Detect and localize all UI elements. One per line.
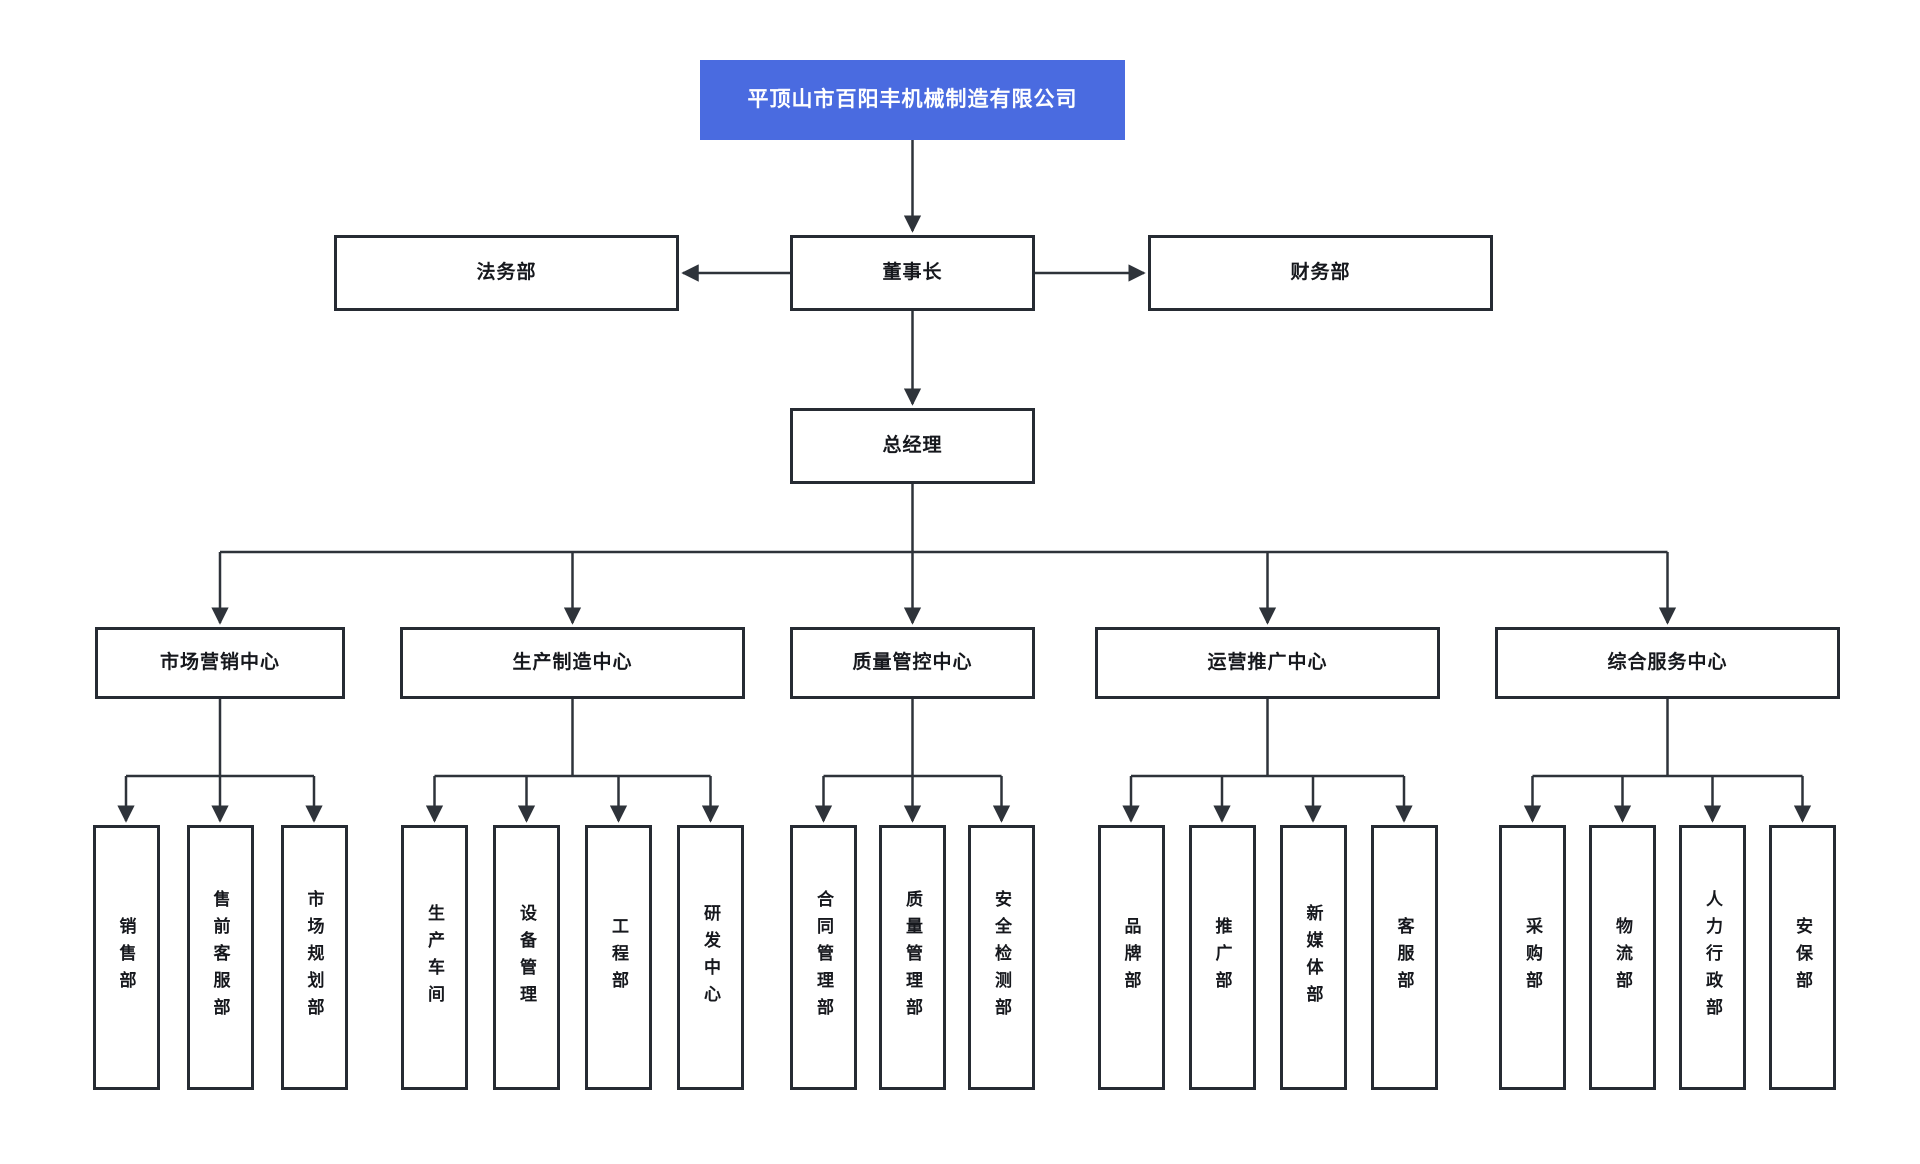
org-node-services-center[interactable]: 综合服务中心 [1495, 627, 1840, 699]
rd-center-label: 研发中心 [701, 903, 720, 1012]
market-planning-dept-label: 市场规划部 [304, 890, 324, 1025]
org-node-contract-management-dept[interactable]: 合同管理部 [790, 825, 857, 1090]
org-node-engineering-dept[interactable]: 工程部 [585, 825, 652, 1090]
org-node-new-media-dept[interactable]: 新媒体部 [1279, 825, 1347, 1090]
quality-center-label: 质量管控中心 [852, 651, 973, 673]
org-node-production-center[interactable]: 生产制造中心 [400, 627, 745, 699]
org-node-quality-management-dept[interactable]: 质量管理部 [879, 825, 946, 1090]
new-media-dept-label: 新媒体部 [1303, 903, 1323, 1012]
org-node-marketing-center[interactable]: 市场营销中心 [95, 627, 345, 699]
safety-inspection-dept-label: 安全检测部 [992, 890, 1011, 1025]
finance-dept-label: 财务部 [1290, 261, 1351, 283]
engineering-dept-label: 工程部 [609, 917, 628, 998]
org-node-customer-service-dept[interactable]: 客服部 [1370, 825, 1438, 1090]
production-workshop-label: 生产车间 [425, 903, 444, 1012]
security-dept-label: 安保部 [1793, 917, 1812, 998]
org-node-company-root[interactable]: 平顶山市百阳丰机械制造有限公司 [700, 60, 1125, 140]
org-node-market-planning-dept[interactable]: 市场规划部 [280, 825, 348, 1090]
general-manager-label: 总经理 [882, 434, 943, 456]
presales-service-dept-label: 售前客服部 [210, 890, 230, 1025]
org-node-brand-dept[interactable]: 品牌部 [1097, 825, 1165, 1090]
hr-admin-dept-label: 人力行政部 [1703, 890, 1722, 1025]
brand-dept-label: 品牌部 [1121, 917, 1141, 998]
org-node-sales-dept[interactable]: 销售部 [92, 825, 160, 1090]
chairman-label: 董事长 [882, 261, 943, 283]
org-node-security-dept[interactable]: 安保部 [1769, 825, 1836, 1090]
company-root-label: 平顶山市百阳丰机械制造有限公司 [747, 88, 1078, 112]
org-node-rd-center[interactable]: 研发中心 [677, 825, 744, 1090]
sales-dept-label: 销售部 [116, 917, 136, 998]
logistics-dept-label: 物流部 [1613, 917, 1632, 998]
contract-management-dept-label: 合同管理部 [814, 890, 833, 1025]
org-node-legal-dept[interactable]: 法务部 [334, 235, 679, 311]
promotion-dept-label: 推广部 [1212, 917, 1232, 998]
services-center-label: 综合服务中心 [1607, 651, 1728, 673]
org-node-chairman[interactable]: 董事长 [790, 235, 1035, 311]
org-node-procurement-dept[interactable]: 采购部 [1499, 825, 1566, 1090]
org-node-operations-center[interactable]: 运营推广中心 [1095, 627, 1440, 699]
org-node-finance-dept[interactable]: 财务部 [1148, 235, 1493, 311]
org-node-general-manager[interactable]: 总经理 [790, 408, 1035, 484]
equipment-management-label: 设备管理 [517, 903, 536, 1012]
org-node-safety-inspection-dept[interactable]: 安全检测部 [968, 825, 1035, 1090]
quality-management-dept-label: 质量管理部 [903, 890, 922, 1025]
org-node-presales-service-dept[interactable]: 售前客服部 [186, 825, 254, 1090]
org-node-logistics-dept[interactable]: 物流部 [1589, 825, 1656, 1090]
procurement-dept-label: 采购部 [1523, 917, 1542, 998]
org-node-equipment-management[interactable]: 设备管理 [493, 825, 560, 1090]
org-node-hr-admin-dept[interactable]: 人力行政部 [1679, 825, 1746, 1090]
operations-center-label: 运营推广中心 [1207, 651, 1328, 673]
org-node-quality-center[interactable]: 质量管控中心 [790, 627, 1035, 699]
production-center-label: 生产制造中心 [512, 651, 633, 673]
org-node-production-workshop[interactable]: 生产车间 [401, 825, 468, 1090]
org-node-promotion-dept[interactable]: 推广部 [1188, 825, 1256, 1090]
legal-dept-label: 法务部 [476, 261, 537, 283]
customer-service-dept-label: 客服部 [1394, 917, 1414, 998]
marketing-center-label: 市场营销中心 [159, 651, 280, 673]
